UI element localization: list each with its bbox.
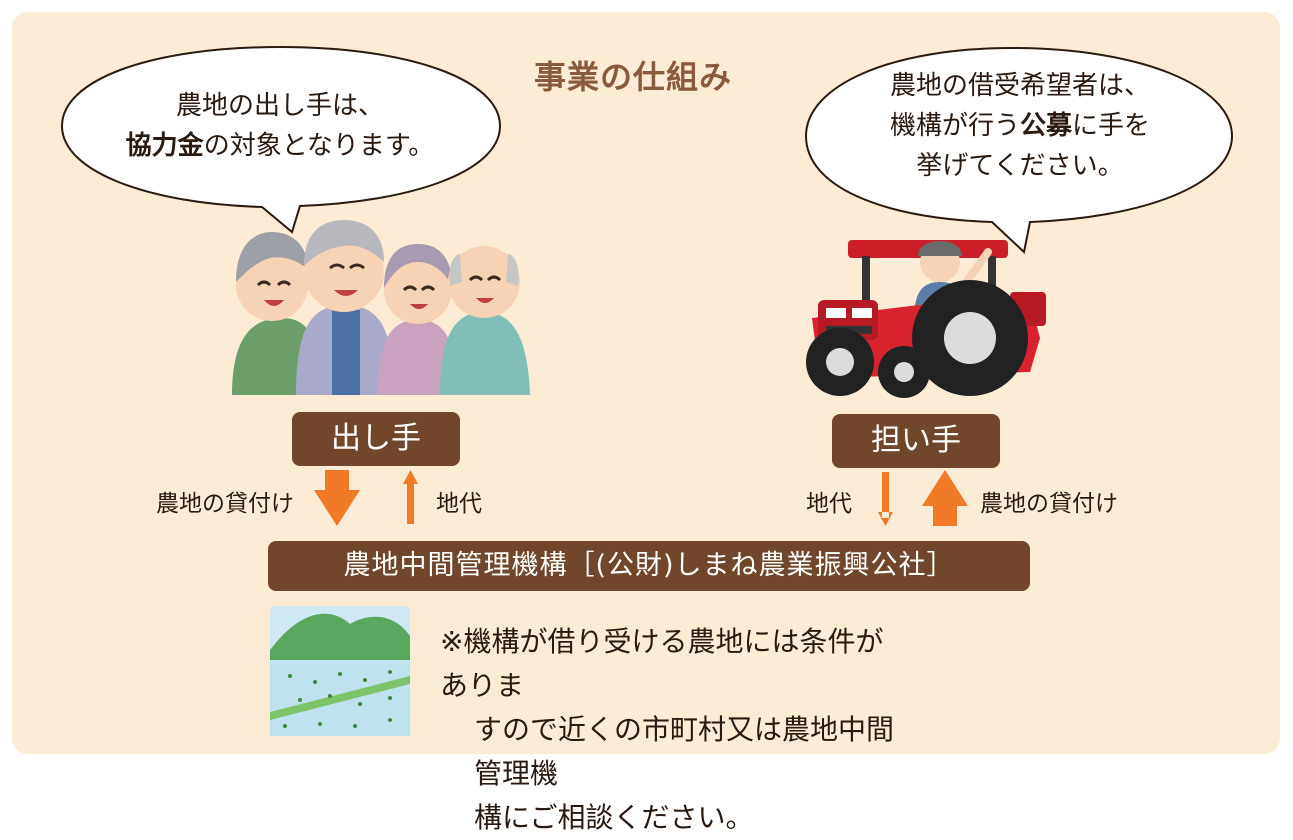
right-bubble-line3: 挙げてください。 bbox=[916, 151, 1124, 181]
left-flow-label-rent: 地代 bbox=[436, 491, 482, 517]
arrow-up-thin-left bbox=[403, 470, 418, 524]
right-flow-label-lend: 農地の貸付け bbox=[980, 491, 1118, 517]
note-line2: すので近くの市町村又は農地中間管理機 bbox=[474, 713, 895, 790]
arrow-up-thick-right bbox=[922, 470, 968, 526]
rice-field-illustration bbox=[270, 606, 410, 736]
tractor-farmer-illustration bbox=[806, 240, 1046, 398]
public-offering-text: 公募 bbox=[1019, 111, 1072, 141]
taker-label: 担い手 bbox=[832, 414, 1000, 468]
right-bubble-line2: 機構が行う公募に手を bbox=[830, 106, 1210, 146]
right-bubble-line1: 農地の借受希望者は、 bbox=[889, 71, 1150, 101]
note-line1: ※機構が借り受ける農地には条件がありま bbox=[440, 625, 884, 702]
note-line3: 構にご相談ください。 bbox=[474, 801, 754, 834]
note-text: ※機構が借り受ける農地には条件がありま すので近くの市町村又は農地中間管理機 構… bbox=[440, 620, 900, 840]
right-bubble-text: 農地の借受希望者は、 機構が行う公募に手を 挙げてください。 bbox=[830, 66, 1210, 186]
right-bubble-line2-pre: 機構が行う bbox=[889, 111, 1020, 141]
arrow-down-thick-left bbox=[314, 470, 360, 526]
right-flow-label-rent: 地代 bbox=[806, 491, 852, 517]
left-flow-arrows bbox=[314, 470, 418, 526]
diagram-title: 事業の仕組み bbox=[534, 58, 733, 96]
right-bubble-line2-post: に手を bbox=[1072, 111, 1151, 141]
left-bubble-line2-rest: の対象となります。 bbox=[203, 131, 435, 161]
right-flow-arrows bbox=[878, 470, 968, 526]
elderly-people-illustration bbox=[232, 220, 530, 395]
arrow-down-thin-right bbox=[878, 472, 893, 526]
left-flow-label-lend: 農地の貸付け bbox=[156, 491, 294, 517]
illustration-layer bbox=[60, 45, 1234, 736]
left-bubble-text: 農地の出し手は、 協力金の対象となります。 bbox=[90, 86, 470, 166]
cooperation-fund-text: 協力金 bbox=[125, 131, 204, 161]
right-speech-bubble bbox=[804, 46, 1234, 254]
giver-label: 出し手 bbox=[292, 412, 460, 466]
left-bubble-line2: 協力金の対象となります。 bbox=[90, 126, 470, 166]
left-bubble-line1: 農地の出し手は、 bbox=[175, 91, 384, 121]
organization-label: 農地中間管理機構［(公財)しまね農業振興公社］ bbox=[268, 541, 1030, 591]
left-speech-bubble bbox=[60, 45, 502, 234]
